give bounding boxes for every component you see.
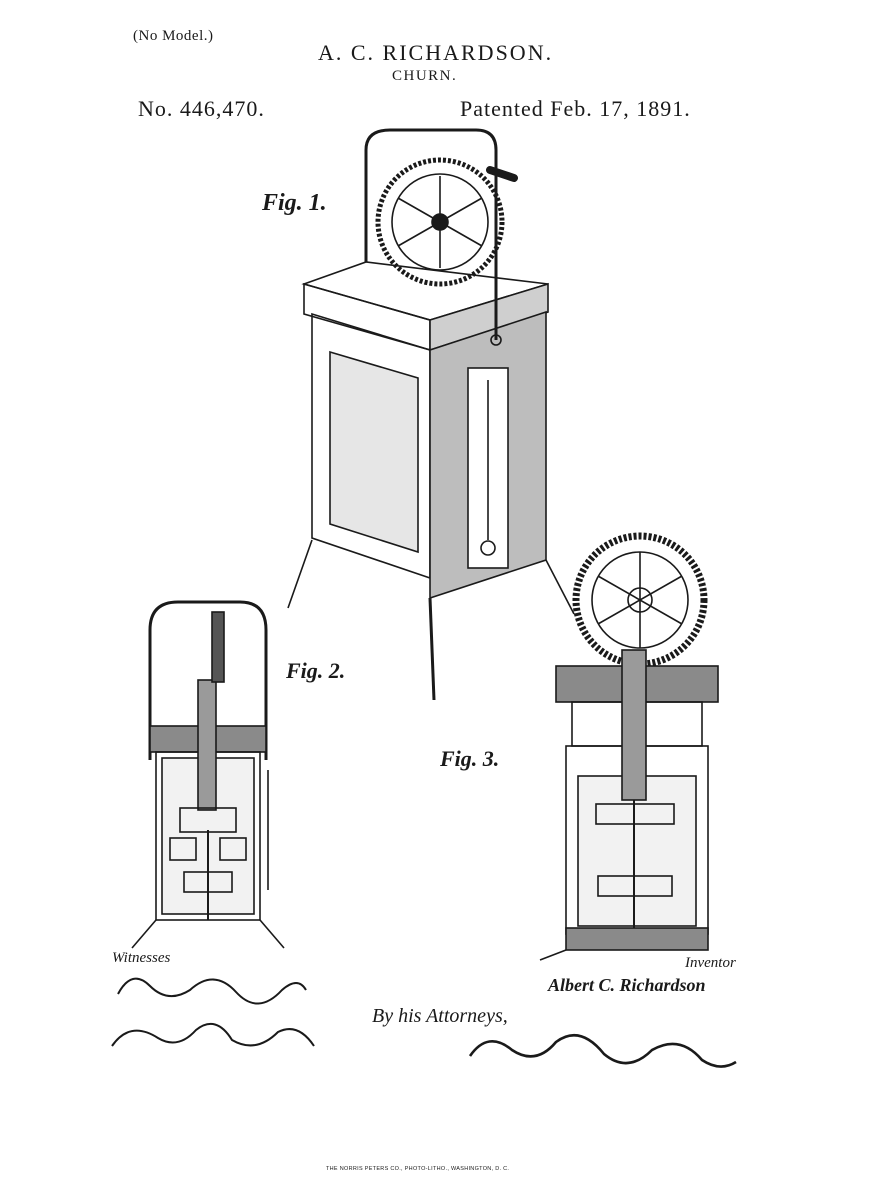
signatures-drawing [111,977,737,1068]
fig1-leg-left [287,539,313,609]
fig1-spoke-3 [397,197,483,247]
patent-title: CHURN. [392,68,458,84]
fig3-drawing [539,532,719,961]
fig2-paddle-left [169,837,197,861]
fig1-drawing [287,128,575,701]
fig1-leg-front [428,597,436,701]
fig1-arch-bolt [490,334,502,346]
printer-imprint: THE NORRIS PETERS CO., PHOTO-LITHO., WAS… [326,1166,510,1172]
fig2-paddle-right [219,837,247,861]
patent-number: No. 446,470. [138,96,265,121]
fig3-spoke-3 [597,575,683,625]
fig3-chamber [577,775,697,927]
fig1-arch-frame [364,128,498,340]
attorney-signature [468,1033,737,1068]
fig2-screw-shaft [197,679,217,811]
fig3-label: Fig. 3. [440,746,500,771]
fig1-crank-handle [486,166,518,182]
fig2-leg-left [131,919,157,949]
inventor-name: A. C. RICHARDSON. [318,40,554,65]
witness-signature-2 [111,1022,315,1047]
fig2-label: Fig. 2. [286,658,346,683]
fig2-leg-right [259,919,285,949]
inventor-signature: Albert C. Richardson [548,975,706,995]
fig1-thermometer-bulb [480,540,496,556]
fig1-gear-rim [391,173,489,271]
fig3-leg-left [539,949,567,961]
fig2-rack [211,611,225,683]
by-attorneys-label: By his Attorneys, [372,1005,508,1027]
inventor-label: Inventor [685,955,736,971]
witnesses-label: Witnesses [112,950,171,966]
fig1-label: Fig. 1. [262,190,327,216]
fig1-lid-side [429,282,549,352]
fig3-base [565,927,709,951]
no-model-note: (No Model.) [133,28,214,44]
fig2-arch-frame [148,600,268,760]
fig1-leg-right [545,559,575,615]
fig3-screw-shaft [621,649,647,801]
fig2-drawing [131,600,285,949]
witness-signature-1 [117,977,307,1005]
fig1-glass-window [329,350,419,554]
patent-date: Patented Feb. 17, 1891. [460,96,691,121]
fig1-gear-wheel [375,157,505,287]
